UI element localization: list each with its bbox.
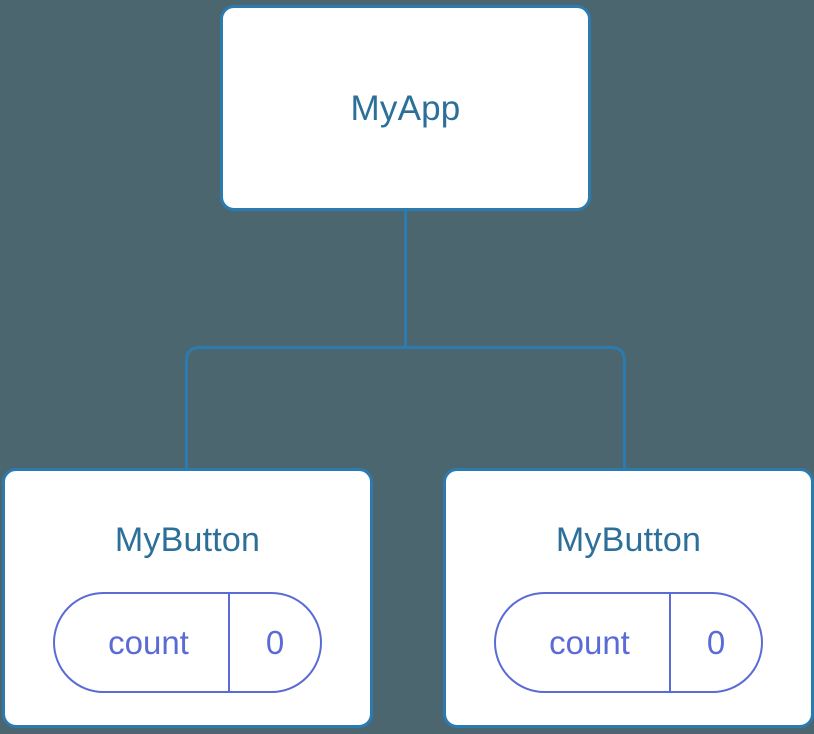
node-title-root: MyApp xyxy=(350,88,461,128)
tree-node-child-1[interactable]: MyButton count 0 xyxy=(443,468,814,728)
state-value-child-0: 0 xyxy=(228,594,320,691)
state-pill-child-0[interactable]: count 0 xyxy=(53,592,322,693)
state-key-child-1: count xyxy=(549,624,630,661)
state-pill-child-1[interactable]: count 0 xyxy=(494,592,763,693)
connector-branch-bus xyxy=(185,346,626,469)
tree-node-child-0[interactable]: MyButton count 0 xyxy=(2,468,373,728)
node-title-child-1: MyButton xyxy=(555,521,702,559)
state-value-child-1: 0 xyxy=(669,594,761,691)
node-title-child-0: MyButton xyxy=(114,521,261,559)
tree-node-root[interactable]: MyApp xyxy=(220,5,591,211)
state-key-child-0: count xyxy=(108,624,189,661)
